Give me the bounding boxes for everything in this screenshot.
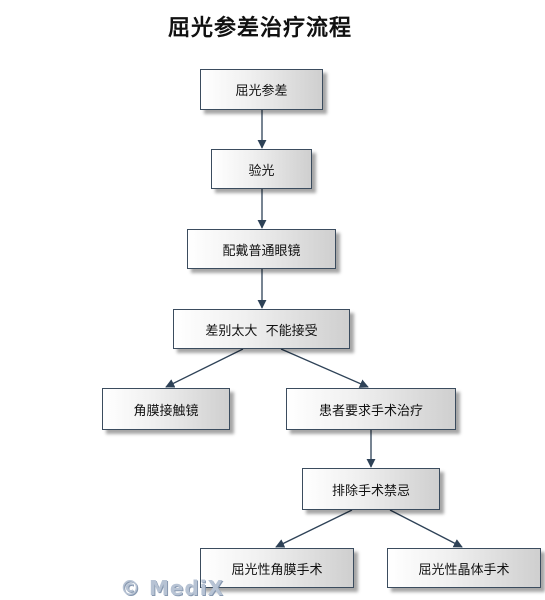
arrow-exclude-to-corneal-surgery	[275, 509, 353, 548]
node-anisometropia: 屈光参差	[200, 69, 323, 110]
node-intolerant: 差别太大 不能接受	[173, 309, 350, 349]
node-lens-surgery: 屈光性晶体手术	[387, 548, 541, 588]
node-corneal-surgery: 屈光性角膜手术	[200, 548, 354, 588]
arrow-intolerant-to-request-surgery	[280, 348, 369, 388]
node-glasses: 配戴普通眼镜	[187, 229, 336, 269]
watermark-logo: © MediX	[120, 576, 225, 600]
node-exclude: 排除手术禁忌	[302, 468, 440, 510]
page-title: 屈光参差治疗流程	[167, 15, 352, 41]
node-contact-lens: 角膜接触镜	[102, 388, 230, 430]
node-refraction: 验光	[211, 149, 312, 189]
arrow-intolerant-to-contact-lens	[165, 348, 244, 388]
arrow-exclude-to-lens-surgery	[389, 509, 463, 548]
node-request-surgery: 患者要求手术治疗	[286, 388, 456, 430]
